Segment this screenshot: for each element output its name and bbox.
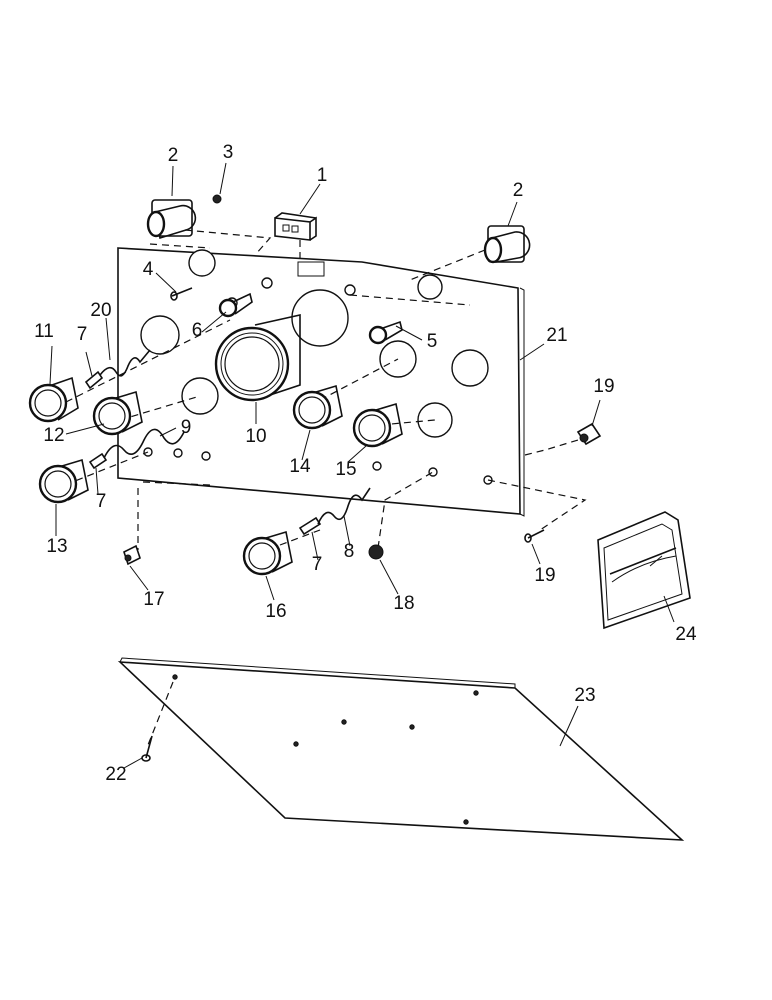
callout-labels: 1 2 2 3 4 5 6 7 7 7 8 9 10 11 12 13 14 1… — [34, 142, 697, 785]
callout-5: 5 — [427, 331, 438, 352]
callout-19-b: 19 — [534, 565, 555, 586]
wire-part-20 — [99, 349, 151, 377]
callout-21: 21 — [546, 325, 567, 346]
callout-7-a: 7 — [77, 324, 88, 345]
screw-part-19-b — [524, 529, 545, 543]
callout-18: 18 — [393, 593, 414, 614]
callout-1: 1 — [317, 165, 328, 186]
callout-9: 9 — [181, 417, 192, 438]
callout-11: 11 — [34, 321, 54, 342]
connector-part-17 — [123, 544, 141, 566]
callout-2-left: 2 — [168, 145, 179, 166]
indicator-light-part-2-right — [483, 225, 531, 264]
gauge-part-12 — [92, 390, 143, 436]
bulb-socket-part-7-c — [298, 516, 322, 536]
bulb-socket-part-7-a — [84, 370, 104, 390]
indicator-light-part-2-left — [146, 199, 197, 240]
gauge-part-16 — [242, 530, 293, 576]
storage-pocket-part-24 — [597, 511, 691, 630]
panel-openings — [140, 249, 493, 485]
callout-4: 4 — [143, 259, 154, 280]
gauge-part-11 — [28, 376, 79, 423]
callout-13: 13 — [46, 536, 67, 557]
callout-2-right: 2 — [513, 180, 524, 201]
bulb-socket-part-7-b — [88, 452, 108, 470]
gauge-part-14 — [292, 384, 343, 430]
assembly-lines — [64, 229, 587, 746]
callout-12: 12 — [43, 425, 64, 446]
wire-part-8 — [317, 487, 371, 525]
screw-part-4 — [170, 287, 193, 301]
callout-22: 22 — [105, 764, 126, 785]
leader-lines — [49, 162, 675, 769]
gauge-part-13 — [38, 458, 89, 504]
callout-16: 16 — [265, 601, 286, 622]
callout-10: 10 — [245, 426, 266, 447]
wire-part-9 — [103, 428, 185, 459]
nut-part-3 — [212, 194, 222, 204]
callout-7-b: 7 — [96, 491, 107, 512]
instrument-panel — [117, 247, 525, 517]
switch-part-6 — [218, 292, 253, 318]
large-gauge-part-10 — [214, 314, 301, 402]
callout-6: 6 — [192, 320, 203, 341]
gauge-part-15 — [352, 402, 403, 448]
callout-19-a: 19 — [593, 376, 614, 397]
screw-part-22 — [141, 735, 153, 762]
callout-14: 14 — [289, 456, 311, 477]
callout-17: 17 — [143, 589, 164, 610]
callout-23: 23 — [574, 685, 595, 706]
lower-plate-part-23 — [117, 657, 685, 841]
callout-8: 8 — [344, 541, 355, 562]
switch-part-5 — [368, 320, 403, 345]
grommet-part-18 — [368, 544, 384, 560]
callout-15: 15 — [335, 459, 356, 480]
callout-7-c: 7 — [312, 554, 323, 575]
sensor-part-19-a — [576, 422, 602, 446]
callout-3: 3 — [223, 142, 234, 163]
callout-24: 24 — [675, 624, 697, 645]
callout-20: 20 — [90, 300, 111, 321]
switch-block-part-1 — [274, 212, 317, 241]
